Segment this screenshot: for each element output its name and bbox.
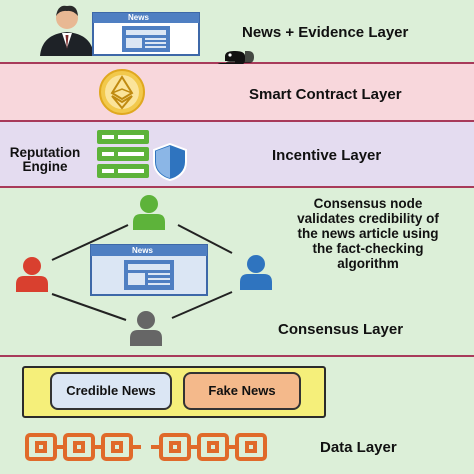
server-icon: [97, 130, 149, 178]
consensus-caption-line2: validates credibility of: [297, 211, 439, 226]
user-icon-bottom: [130, 311, 162, 346]
consensus-caption-line5: algorithm: [337, 256, 399, 271]
user-icon-top: [133, 195, 165, 230]
credible-news-box: [50, 372, 172, 410]
consensus-caption-line1: Consensus node: [313, 196, 423, 211]
user-icon-right: [240, 255, 272, 290]
news-card-icon: [90, 244, 208, 296]
fake-news-label: Fake News: [208, 383, 276, 398]
chain-icon: [25, 433, 267, 461]
smart-contract-title: Smart Contract Layer: [249, 86, 402, 103]
consensus-links: [51, 224, 233, 321]
news-card-icon: [92, 12, 200, 56]
incentive-title: Incentive Layer: [272, 147, 382, 164]
person-icon: [40, 5, 94, 56]
smart-contract-layer: [0, 64, 474, 120]
user-icon-left: [16, 257, 48, 292]
news-evidence-title: News + Evidence Layer: [242, 24, 409, 41]
fake-news-box: [183, 372, 301, 410]
divider-2: [0, 120, 474, 122]
consensus-title: Consensus Layer: [278, 321, 404, 338]
divider-4: [0, 355, 474, 357]
ethereum-icon: [99, 69, 145, 115]
news-card-label: News: [128, 13, 149, 22]
data-layer-title: Data Layer: [320, 439, 397, 456]
shield-icon: [153, 142, 187, 182]
consensus-caption-line3: the news article using: [297, 226, 439, 241]
incentive-layer: [0, 122, 474, 186]
reputation-engine-label-line2: Engine: [22, 159, 68, 174]
consensus-caption-line4: the fact-checking: [312, 241, 424, 256]
credible-news-label: Credible News: [66, 383, 156, 398]
reputation-engine-label-line1: Reputation: [9, 145, 81, 160]
consensus-layer: [0, 188, 474, 355]
consensus-news-label: News: [132, 246, 153, 255]
divider-3: [0, 186, 474, 188]
